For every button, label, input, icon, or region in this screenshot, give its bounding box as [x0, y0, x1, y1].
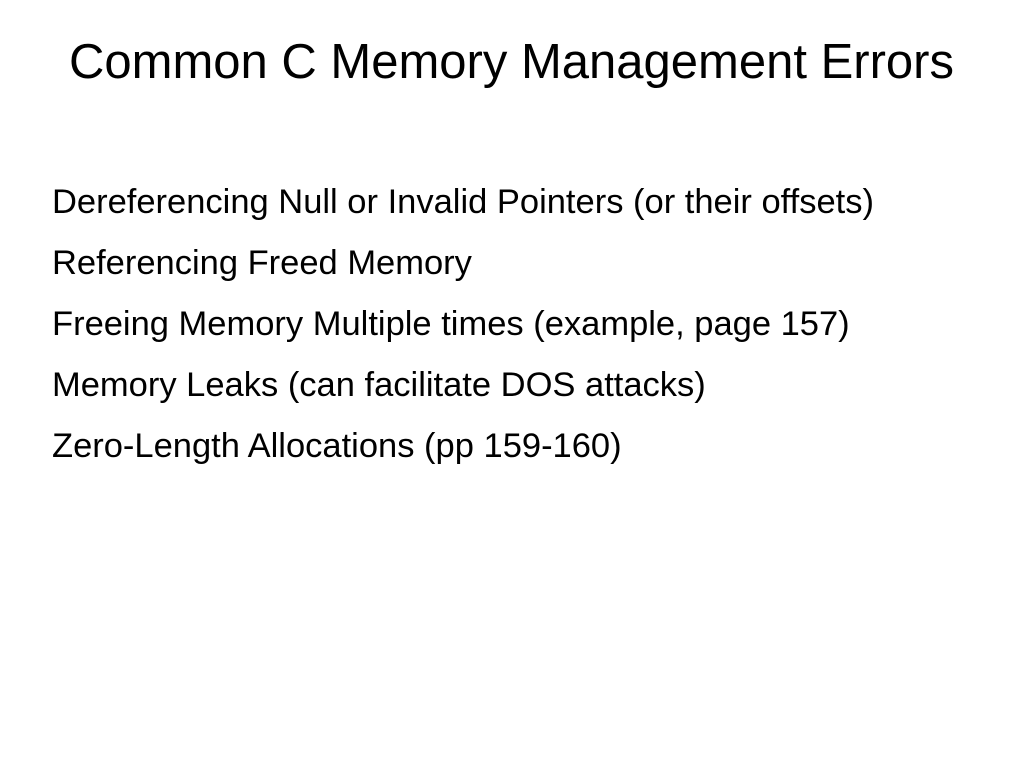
bullet-list: Dereferencing Null or Invalid Pointers (…	[52, 179, 952, 484]
bullet-item: Freeing Memory Multiple times (example, …	[52, 305, 850, 343]
bullet-item: Referencing Freed Memory	[52, 244, 472, 282]
bullet-item: Dereferencing Null or Invalid Pointers (…	[52, 183, 874, 221]
bullet-item: Memory Leaks (can facilitate DOS attacks…	[52, 366, 706, 404]
slide-title: Common C Memory Management Errors	[69, 35, 954, 89]
bullet-item: Zero-Length Allocations (pp 159-160)	[52, 427, 622, 465]
